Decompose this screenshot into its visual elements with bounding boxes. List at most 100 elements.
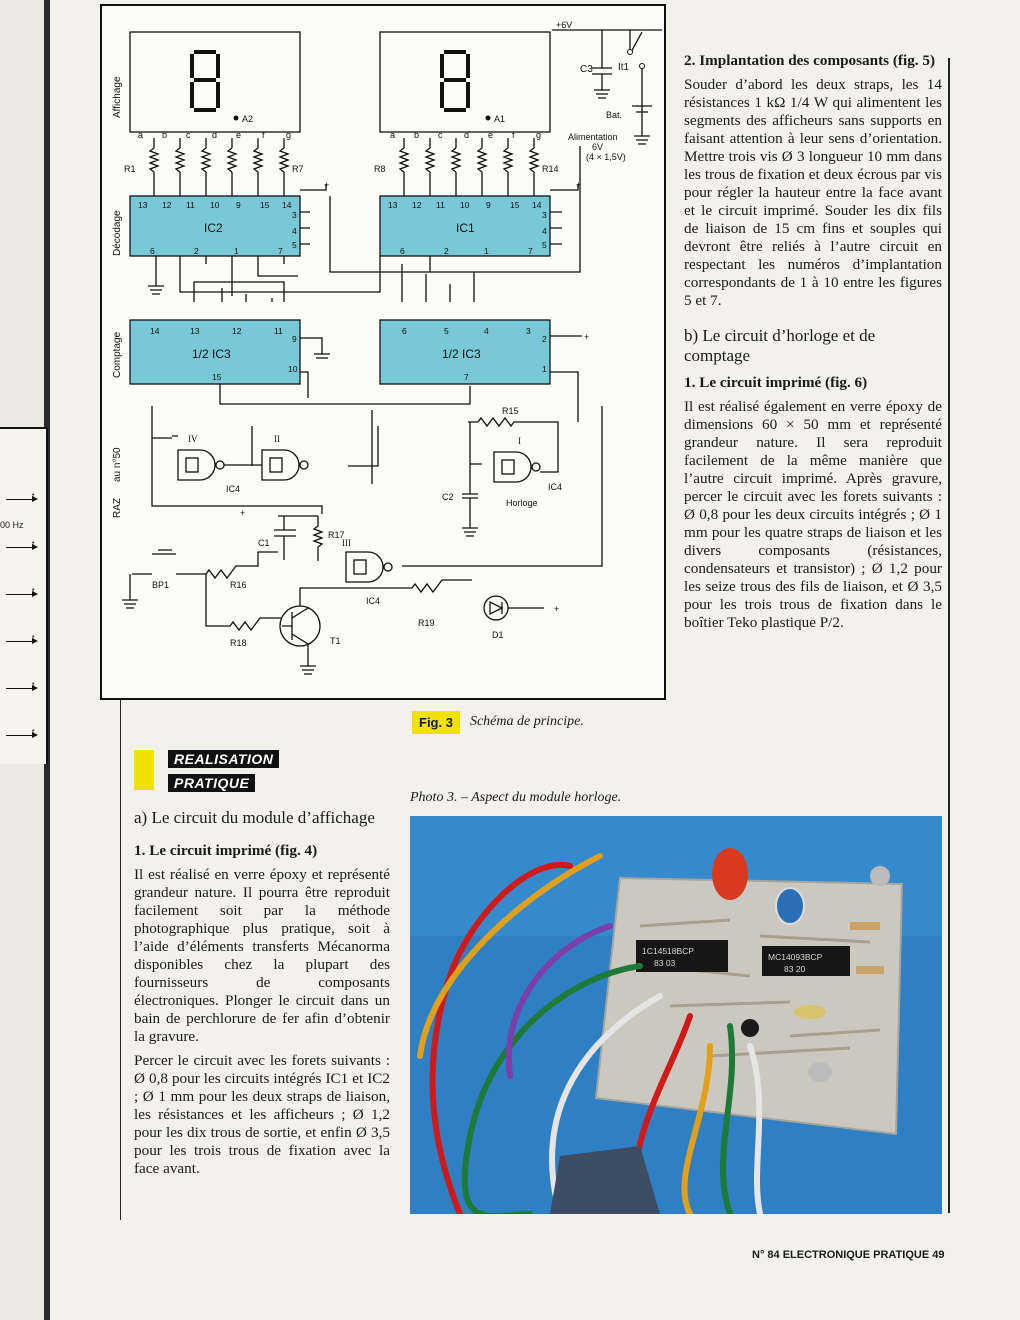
- svg-text:b: b: [162, 130, 167, 140]
- svg-text:4: 4: [292, 226, 297, 236]
- svg-text:b: b: [414, 130, 419, 140]
- svg-text:e: e: [236, 130, 241, 140]
- svg-text:7: 7: [528, 246, 533, 256]
- column-divider: [120, 700, 121, 1220]
- hz-label: 00 Hz: [0, 520, 24, 530]
- svg-text:I: I: [518, 436, 521, 446]
- heading-implantation: 2. Implantation des composants (fig. 5): [684, 52, 936, 69]
- paragraph-circuit-2: Percer le circuit avec les forets suivan…: [134, 1052, 390, 1177]
- svg-text:+6V: +6V: [556, 20, 572, 30]
- svg-text:R8: R8: [374, 164, 386, 174]
- svg-text:12: 12: [162, 200, 172, 210]
- svg-text:R16: R16: [230, 580, 247, 590]
- svg-text:f: f: [262, 130, 265, 140]
- svg-text:e: e: [488, 130, 493, 140]
- svg-text:+: +: [584, 332, 589, 342]
- svg-text:7: 7: [464, 372, 469, 382]
- svg-text:6V: 6V: [592, 142, 603, 152]
- svg-text:C2: C2: [442, 492, 454, 502]
- svg-text:+: +: [576, 180, 581, 190]
- label-au-n50: au n°50: [112, 447, 123, 482]
- svg-text:C3: C3: [580, 64, 593, 75]
- svg-text:15: 15: [212, 372, 222, 382]
- svg-text:2: 2: [542, 334, 547, 344]
- tag-pratique: PRATIQUE: [168, 774, 256, 792]
- svg-text:MC14093BCP: MC14093BCP: [768, 952, 823, 962]
- label-decodage: Décodage: [112, 210, 123, 256]
- svg-text:6: 6: [150, 246, 155, 256]
- svg-text:D1: D1: [492, 630, 504, 640]
- svg-text:g: g: [536, 130, 541, 140]
- svg-text:T1: T1: [330, 636, 341, 646]
- svg-text:+: +: [554, 604, 559, 614]
- figure-number: Fig. 3: [412, 710, 460, 734]
- label-comptage: Comptage: [112, 331, 123, 378]
- svg-text:Alimentation: Alimentation: [568, 132, 618, 142]
- figure-caption: Fig. 3 Schéma de principe.: [412, 708, 584, 736]
- heading-circuit-imprime-fig4: 1. Le circuit imprimé (fig. 4): [134, 842, 318, 859]
- svg-text:1/2 IC3: 1/2 IC3: [192, 347, 231, 361]
- svg-text:2: 2: [194, 246, 199, 256]
- paragraph-circuit-1: Il est réalisé en verre époxy et représe…: [134, 866, 390, 1045]
- photo-clock-module: 1C14518BCP 83 03 MC14093BCP 83 20: [410, 816, 942, 1214]
- svg-text:13: 13: [388, 200, 398, 210]
- page-footer: N° 84 ELECTRONIQUE PRATIQUE 49: [752, 1249, 945, 1261]
- svg-text:14: 14: [282, 200, 292, 210]
- svg-text:5: 5: [444, 326, 449, 336]
- svg-text:11: 11: [186, 200, 195, 210]
- svg-text:IC2: IC2: [204, 221, 223, 235]
- svg-text:5: 5: [292, 240, 297, 250]
- svg-text:10: 10: [460, 200, 470, 210]
- svg-text:9: 9: [236, 200, 241, 210]
- svg-text:11: 11: [274, 326, 283, 336]
- svg-text:10: 10: [210, 200, 220, 210]
- right-rule: [948, 58, 950, 1213]
- svg-text:c: c: [438, 130, 443, 140]
- svg-text:12: 12: [232, 326, 242, 336]
- schematic-figure: Affichage Décodage Comptage au n°50 RAZ: [100, 4, 666, 700]
- svg-text:d: d: [464, 130, 469, 140]
- svg-text:2: 2: [444, 246, 449, 256]
- svg-text:+: +: [240, 508, 245, 518]
- svg-text:4: 4: [484, 326, 489, 336]
- heading-horloge: b) Le circuit d’horloge et de comptage: [684, 326, 876, 365]
- svg-text:g: g: [286, 130, 291, 140]
- svg-text:12: 12: [412, 200, 422, 210]
- paragraph-implantation: Souder d’abord les deux straps, les 14 r…: [684, 76, 942, 309]
- svg-text:15: 15: [260, 200, 270, 210]
- svg-text:f: f: [512, 130, 515, 140]
- svg-text:IC4: IC4: [226, 484, 240, 494]
- svg-text:R7: R7: [292, 164, 304, 174]
- svg-text:III: III: [342, 538, 351, 548]
- svg-text:(4 × 1,5V): (4 × 1,5V): [586, 152, 626, 162]
- svg-text:14: 14: [532, 200, 542, 210]
- svg-text:11: 11: [436, 200, 445, 210]
- label-affichage: Affichage: [112, 76, 123, 118]
- svg-text:6: 6: [400, 246, 405, 256]
- svg-text:7: 7: [278, 246, 283, 256]
- svg-text:R15: R15: [502, 406, 519, 416]
- svg-text:1/2 IC3: 1/2 IC3: [442, 347, 481, 361]
- svg-text:It1: It1: [618, 62, 630, 73]
- svg-text:83 03: 83 03: [654, 958, 676, 968]
- svg-text:R1: R1: [124, 164, 136, 174]
- heading-circuit-imprime-fig6: 1. Le circuit imprimé (fig. 6): [684, 374, 868, 391]
- svg-text:3: 3: [292, 210, 297, 220]
- svg-text:13: 13: [138, 200, 148, 210]
- svg-text:II: II: [274, 434, 280, 444]
- photo-caption: Photo 3. – Aspect du module horloge.: [410, 790, 622, 805]
- svg-text:a: a: [390, 130, 395, 140]
- figure-caption-text: Schéma de principe.: [469, 714, 584, 729]
- svg-text:R19: R19: [418, 618, 435, 628]
- paragraph-circuit-horloge: Il est réalisé également en verre époxy …: [684, 398, 942, 631]
- svg-text:IV: IV: [188, 434, 198, 444]
- svg-text:15: 15: [510, 200, 520, 210]
- svg-text:Horloge: Horloge: [506, 498, 538, 508]
- svg-text:IC4: IC4: [548, 482, 562, 492]
- svg-text:13: 13: [190, 326, 200, 336]
- svg-text:a: a: [138, 130, 143, 140]
- svg-text:c: c: [186, 130, 191, 140]
- svg-text:3: 3: [542, 210, 547, 220]
- svg-text:IC4: IC4: [366, 596, 380, 606]
- heading-module-affichage: a) Le circuit du module d’affichage: [134, 808, 375, 827]
